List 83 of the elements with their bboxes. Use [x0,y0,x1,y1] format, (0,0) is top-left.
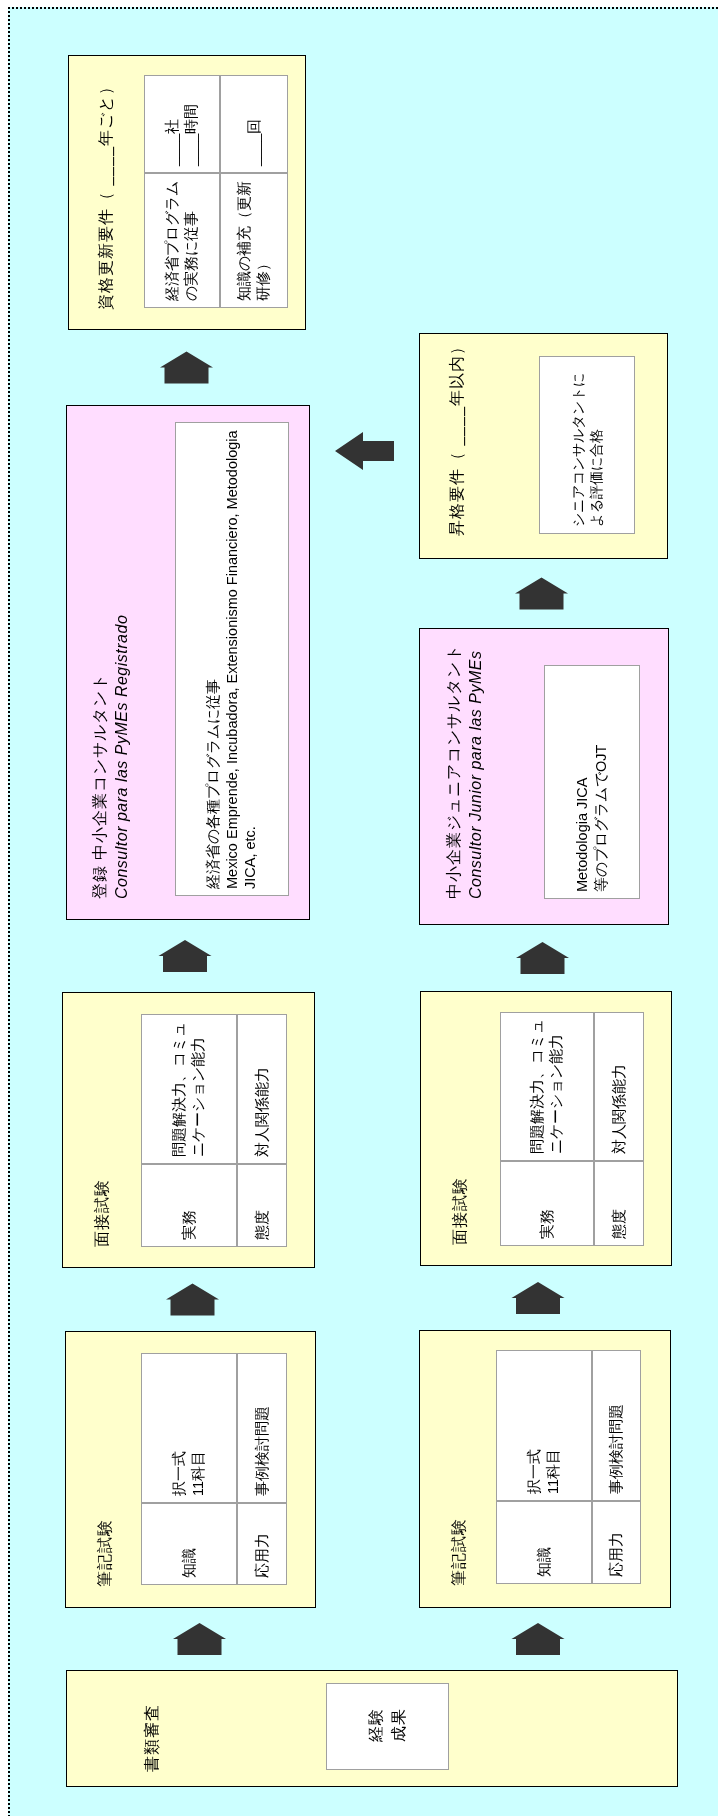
cell-text: 択一式 [170,1451,189,1496]
box-title: 昇格要件（ ____年以内） [447,337,466,536]
stage-box [66,405,310,920]
cell-text: 対人関係能力 [252,1067,271,1157]
cell-text: 経験 [366,1708,386,1742]
table-cell [237,1353,287,1503]
cell-text: ____回 [244,118,263,166]
cell-text: シニアコンサルタントによる評価に合格 [568,372,605,527]
cell-text: 11科目 [544,1448,562,1494]
box-title: 面接試験 [450,1177,469,1245]
block-arrow [516,942,569,974]
box-title: 筆記試験 [449,1518,468,1586]
table-cell [237,1014,287,1164]
table-cell [220,75,288,173]
cell-text: 応用力 [252,1533,271,1578]
table-cell [237,1164,287,1247]
cell-text: 事例検討問題 [252,1406,271,1496]
stage-box [65,1331,316,1608]
block-arrow [158,940,212,972]
table-cell [144,173,220,308]
table-cell [220,173,288,308]
table-cell [500,1161,594,1246]
block-arrow [335,432,394,470]
cell-text: 態度 [252,1210,271,1240]
table-cell [141,1503,237,1585]
table-cell [496,1501,592,1584]
cell-text: 知識 [179,1548,198,1578]
cell-text: 成果 [388,1708,408,1742]
box-title: 面接試験 [92,1179,111,1247]
cell-text: 実務 [179,1210,198,1240]
table-cell [594,1012,644,1161]
stage-box [420,991,672,1266]
block-arrow [160,351,213,384]
stage-box [62,992,315,1268]
cell-text: 実務 [537,1209,556,1239]
table-cell [237,1503,287,1585]
box-subtitle: Consultor para las PyMEs Registrado [111,614,131,899]
stage-box [68,55,306,330]
stage-box [419,333,668,559]
cell-text: 等のプログラムでOJT [592,744,610,892]
cell-text: 問題解決力、コミュニケーション能力 [170,1021,207,1157]
table-cell [141,1164,237,1247]
block-arrow [166,1283,219,1316]
block-arrow [173,1623,226,1655]
box-title: 中小企業ジュニアコンサルタント [444,644,463,899]
table-cell [500,1012,594,1161]
stage-box [419,628,669,925]
cell-text: Metodologia JICA [573,777,592,892]
cell-text: 経済省の各種プログラムに従事 [203,679,222,889]
box-title: 筆記試験 [95,1519,114,1587]
cell-text: 択一式 [525,1449,544,1494]
cell-text: ____社 [163,118,182,166]
box-title: 資格更新要件（ ____年ごと） [96,77,115,310]
requirement-box [326,1683,449,1770]
cell-text: 問題解決力、コミュニケーション能力 [528,1018,565,1154]
cell-text: 事例検討問題 [607,1404,626,1494]
stage-box [419,1330,671,1608]
table-cell [144,75,220,173]
table-cell [141,1353,237,1503]
block-arrow [511,1623,565,1655]
cell-text: 対人関係能力 [609,1064,628,1154]
table-cell [594,1161,644,1246]
table-cell [592,1350,641,1501]
requirement-box [544,665,640,899]
cell-text: 知識の補充（更新研修） [235,180,272,301]
stage-box [66,1670,678,1787]
table-cell [592,1501,641,1584]
block-arrow [511,1282,565,1314]
table-cell [141,1014,237,1164]
box-title: 登録 中小企業コンサルタント [90,672,109,899]
cell-text: ____時間 [182,103,200,166]
cell-text: 応用力 [607,1532,626,1577]
cell-text: 11科目 [189,1450,207,1496]
block-arrow [515,577,568,610]
table-cell [496,1350,592,1501]
cell-text: Mexico Emprende, Incubadora, Extensionismo Financiero, Metodologia JICA, etc. [222,429,260,889]
cell-text: 態度 [609,1209,628,1239]
box-title: 書類審査 [142,1704,161,1772]
cell-text: 経済省プログラムの実務に従事 [163,180,200,301]
requirement-box [539,356,635,534]
cell-text: 知識 [534,1547,553,1577]
box-subtitle: Consultor Junior para las PyMEs [465,650,485,899]
requirement-box [175,422,289,896]
